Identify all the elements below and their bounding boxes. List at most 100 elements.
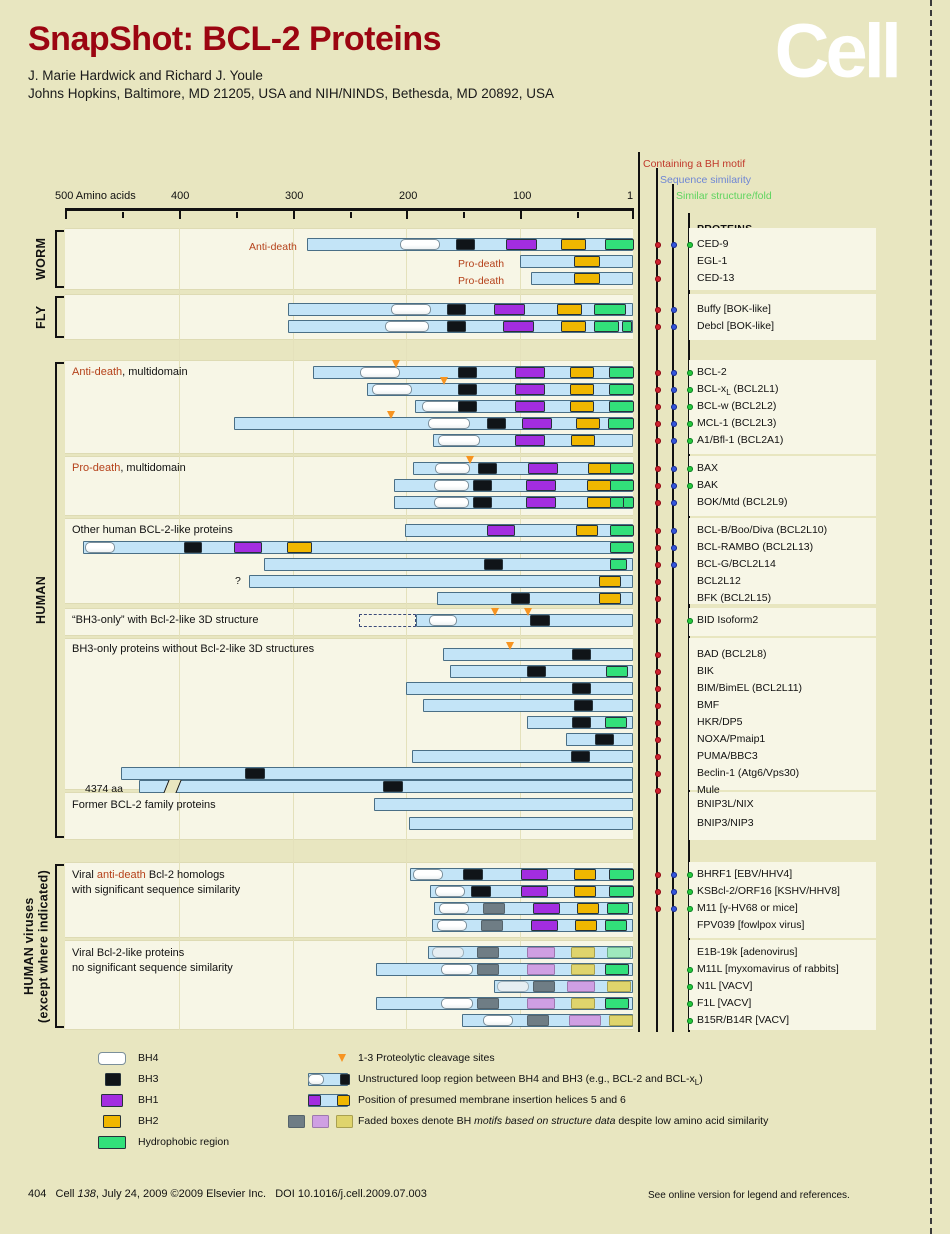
seg-bh2 [557, 304, 582, 315]
bar-bclb[interactable] [405, 524, 634, 537]
group-label-prodeath-red: Pro-death [72, 462, 121, 474]
seg-bh3 [572, 717, 591, 728]
bar-a1bfl1[interactable] [433, 434, 633, 447]
bar-m11l[interactable] [376, 963, 633, 976]
bar-bik[interactable] [450, 665, 633, 678]
ruler-labels: 500 Amino acids 400 300 200 100 1 [55, 190, 655, 206]
viral-ad-post: Bcl-2 homologs [145, 869, 225, 881]
cleavage-site-icon-2 [524, 608, 532, 616]
dot-similarity [671, 438, 677, 444]
dot-fold [687, 387, 693, 393]
dot-bh-motif [655, 906, 661, 912]
bar-bclg[interactable] [264, 558, 633, 571]
seg-bh1 [515, 435, 545, 446]
seg-bh2 [587, 497, 611, 508]
legend-note-faded-pre: Faded boxes denote BH [358, 1115, 475, 1127]
seg-bh2 [570, 401, 594, 412]
seg-bh4 [439, 903, 469, 914]
bar-egl1[interactable] [520, 255, 633, 268]
header: SnapShot: BCL-2 Proteins J. Marie Hardwi… [28, 21, 908, 103]
bar-fpv039[interactable] [432, 919, 633, 932]
seg-bh1 [487, 525, 515, 536]
bar-debcl[interactable] [288, 320, 633, 333]
protein-name-37: F1L [VACV] [697, 997, 752, 1009]
bar-bax[interactable] [413, 462, 634, 475]
bar-bad[interactable] [443, 648, 633, 661]
seg-bh4-faded [497, 981, 529, 992]
row-note-ced9: Anti-death [249, 241, 297, 253]
bar-bmf[interactable] [423, 699, 633, 712]
bar-bclxl[interactable] [367, 383, 634, 396]
bar-b15r[interactable] [462, 1014, 633, 1027]
legend-label-hydrophobic: Hydrophobic region [138, 1136, 230, 1148]
bar-bclrambo[interactable] [83, 541, 634, 554]
protein-name-31: KSBcl-2/ORF16 [KSHV/HHV8] [697, 885, 840, 897]
bar-bok[interactable] [394, 496, 634, 509]
authors-block: J. Marie Hardwick and Richard J. Youle J… [28, 67, 908, 103]
seg-bh2 [599, 576, 621, 587]
seg-bh2 [574, 256, 600, 267]
bar-hkrdp5[interactable] [527, 716, 633, 729]
bar-e1b19k[interactable] [428, 946, 633, 959]
bar-bhrf1[interactable] [410, 868, 634, 881]
bar-f1l[interactable] [376, 997, 633, 1010]
ruler-label-200: 200 [399, 190, 418, 202]
bar-bim[interactable] [406, 682, 633, 695]
dot-similarity [671, 562, 677, 568]
seg-bh3 [458, 367, 477, 378]
bar-bnip3l[interactable] [374, 798, 633, 811]
seg-bh3 [574, 700, 593, 711]
bar-ksbcl2[interactable] [430, 885, 634, 898]
ruler-tick-350 [236, 212, 238, 218]
dot-bh-motif [655, 771, 661, 777]
protein-name-15: BCL-G/BCL2L14 [697, 558, 776, 570]
bar-ced13[interactable] [531, 272, 633, 285]
seg-bh1-faded [527, 947, 555, 958]
bar-bcl2l12[interactable] [249, 575, 633, 588]
legend-cleavage-icon [338, 1054, 346, 1062]
bar-ced9[interactable] [307, 238, 634, 251]
bar-bfk[interactable] [437, 592, 633, 605]
bar-bak[interactable] [394, 479, 634, 492]
group-label-viral-nosim: Viral Bcl-2-like proteins no significant… [72, 946, 233, 977]
bar-buffy[interactable] [288, 303, 633, 316]
names-band-other [689, 518, 876, 604]
seg-bh3 [184, 542, 202, 553]
bar-n1l[interactable] [494, 980, 633, 993]
names-band-prodeath [689, 456, 876, 516]
dot-similarity [671, 528, 677, 534]
ruler-tick-1 [632, 208, 634, 219]
bar-noxa[interactable] [566, 733, 633, 746]
seg-bh3 [572, 683, 591, 694]
bar-mule[interactable] [139, 780, 633, 793]
bar-bcl2[interactable] [313, 366, 634, 379]
seg-bh2 [574, 869, 596, 880]
viral-ad-pre: Viral [72, 869, 97, 881]
protein-name-21: BIM/BimEL (BCL2L11) [697, 682, 803, 694]
seg-bh1 [506, 239, 537, 250]
protein-name-25: PUMA/BBC3 [697, 750, 758, 762]
bar-puma[interactable] [412, 750, 633, 763]
bar-beclin1[interactable] [121, 767, 633, 780]
author-names: J. Marie Hardwick and Richard J. Youle [28, 67, 263, 83]
protein-name-3: Buffy [BOK-like] [697, 303, 771, 315]
seg-bh2 [570, 367, 594, 378]
legend-seg-bh2 [337, 1095, 350, 1106]
seg-hydrophobic [610, 480, 634, 491]
bar-bclw[interactable] [415, 400, 634, 413]
seg-hydrophobic [605, 964, 629, 975]
seg-bh1 [515, 367, 545, 378]
legend-note-faded-italic: motifs based on structure data [474, 1115, 616, 1127]
dot-fold [687, 1018, 693, 1024]
seg-bh3 [447, 304, 466, 315]
bar-m11[interactable] [434, 902, 633, 915]
bar-mcl1[interactable] [234, 417, 634, 430]
cleavage-site-icon [491, 608, 499, 616]
bar-bnip3[interactable] [409, 817, 633, 830]
names-band-worm [689, 228, 876, 290]
seg-bh4 [385, 321, 429, 332]
legend-swatch-bh3 [105, 1073, 121, 1086]
dot-bh-motif [655, 307, 661, 313]
seg-hydrophobic [608, 418, 634, 429]
